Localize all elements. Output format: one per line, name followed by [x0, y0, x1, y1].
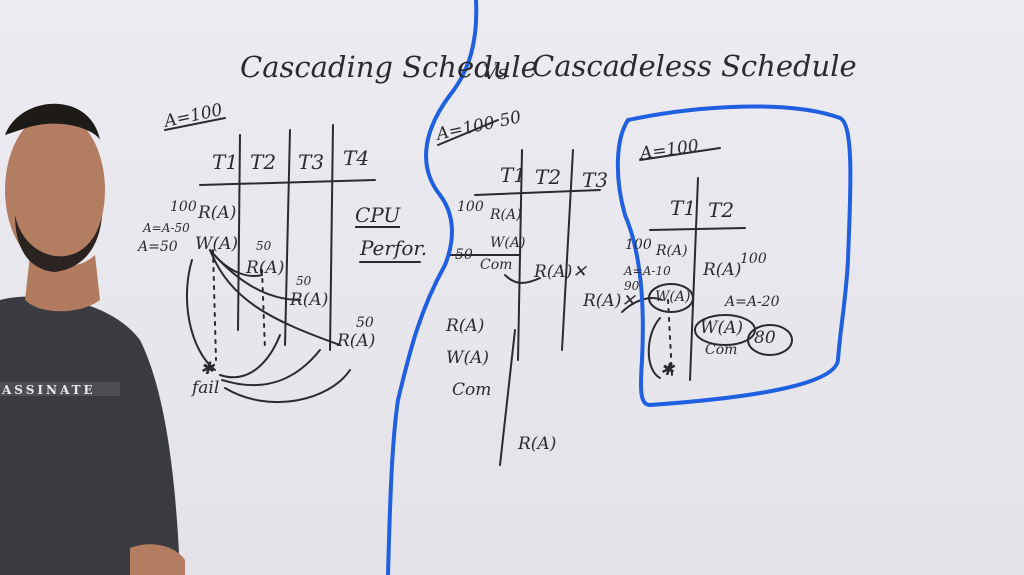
boxed-t2-write: W(A)	[700, 318, 744, 338]
cascading-t4-read: R(A)	[337, 331, 376, 351]
middle-t1-read: R(A)	[490, 207, 522, 223]
middle-header-t1: T1	[500, 163, 527, 187]
cascading-t1-write: W(A)	[195, 234, 239, 254]
cascading-t1-value: 100	[170, 199, 197, 215]
boxed-t1-compute: A=A-10	[624, 264, 671, 278]
middle-t2-commit: Com	[452, 380, 492, 400]
boxed-fail-mark: ✱	[660, 360, 675, 380]
fail-mark: ✱	[200, 359, 215, 379]
middle-t2-read-crossed: R(A)✕	[534, 262, 587, 282]
cascading-t3-value: 50	[296, 274, 312, 288]
middle-t1-write: W(A)	[490, 235, 526, 251]
cascading-t3-read: R(A)	[290, 290, 329, 310]
boxed-t2-result: 80	[754, 328, 776, 348]
middle-header-t3: T3	[582, 168, 609, 192]
cascading-header-t4: T4	[343, 146, 370, 170]
middle-header-t2: T2	[535, 165, 562, 189]
title-cascading: Cascading Schedule	[240, 50, 538, 84]
cascading-t2-value: 50	[256, 239, 272, 253]
note-cpu: CPU	[355, 203, 401, 228]
boxed-t1-write: W(A)	[655, 289, 691, 305]
cascading-header-t2: T2	[250, 150, 277, 174]
boxed-header-t1: T1	[670, 196, 697, 220]
note-performance: Perfor.	[360, 236, 428, 260]
cascading-header-t3: T3	[298, 150, 325, 174]
boxed-t1-value: 100	[625, 237, 652, 253]
middle-t3-read-crossed: R(A)✕	[583, 291, 636, 311]
boxed-t2-commit: Com	[705, 342, 738, 358]
boxed-t1-result: 90	[624, 279, 640, 293]
cascading-t1-compute: A=A-50	[143, 221, 190, 235]
boxed-t2-value: 100	[740, 251, 767, 267]
boxed-t1-read: R(A)	[656, 243, 688, 259]
shirt-print: ASSINATE	[2, 383, 96, 397]
title-vs: Vs	[483, 60, 508, 84]
cascading-header-t1: T1	[212, 150, 239, 174]
cascading-t2-read: R(A)	[246, 258, 285, 278]
middle-t3-read: R(A)	[518, 434, 557, 454]
cascading-t1-result: A=50	[138, 239, 178, 255]
title-cascadeless: Cascadeless Schedule	[532, 49, 857, 83]
boxed-header-t2: T2	[708, 198, 735, 222]
middle-t1-commit: Com	[480, 257, 513, 273]
boxed-t2-compute: A=A-20	[725, 294, 780, 310]
boxed-t2-read: R(A)	[703, 260, 742, 280]
middle-t2-write: W(A)	[446, 348, 490, 368]
middle-t2-read: R(A)	[446, 316, 485, 336]
cascading-t4-value: 50	[356, 315, 374, 331]
middle-t1-result: 50	[455, 247, 473, 263]
middle-t1-value: 100	[457, 199, 484, 215]
fail-label: fail	[192, 378, 220, 398]
cascading-t1-read: R(A)	[198, 203, 237, 223]
